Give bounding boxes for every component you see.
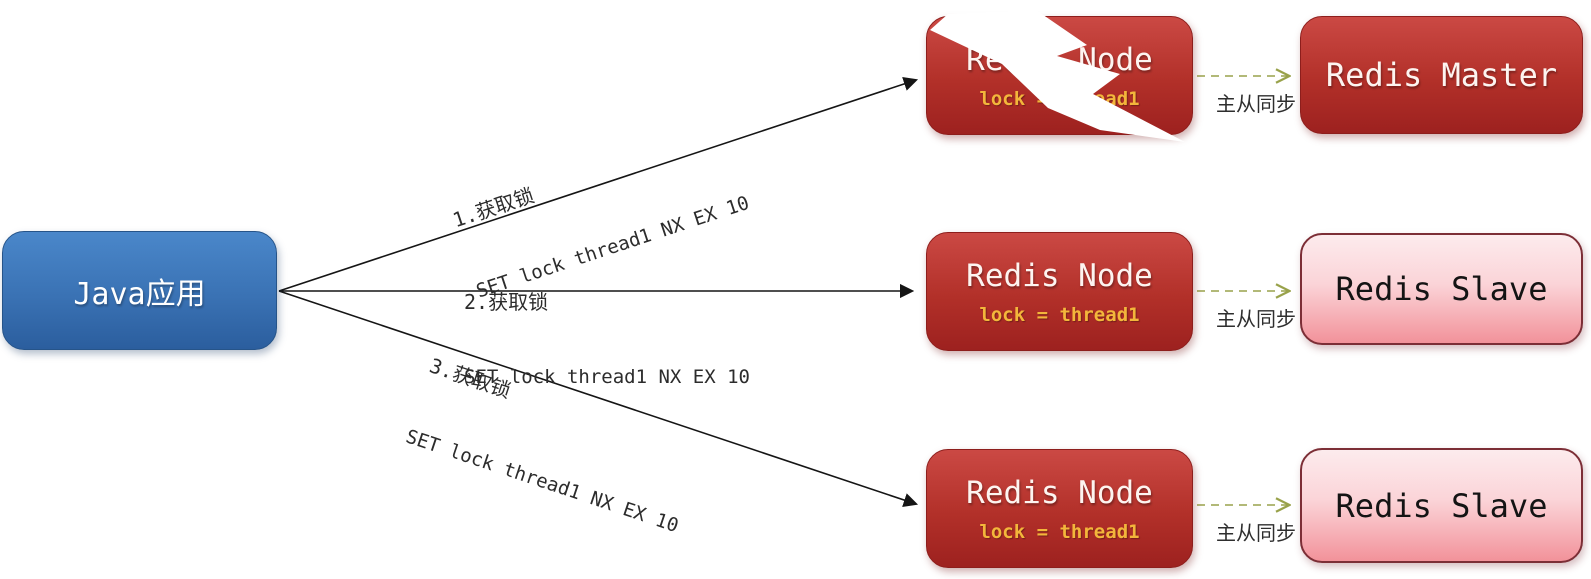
- sync-label-2: 主从同步: [1216, 309, 1296, 331]
- redis-node-1-crashed: Redis Node lock = thread1: [926, 16, 1193, 135]
- redis-node-title: Redis Node: [966, 257, 1153, 294]
- redis-node-title: Redis Node: [966, 41, 1153, 78]
- java-app-node: Java应用: [2, 231, 277, 350]
- redis-node-3: Redis Node lock = thread1: [926, 449, 1193, 568]
- redis-node-title: Redis Node: [966, 474, 1153, 511]
- redis-slave-node-2: Redis Slave: [1300, 448, 1583, 563]
- sync-label-3: 主从同步: [1216, 523, 1296, 545]
- redis-node-lock-value: lock = thread1: [979, 520, 1140, 543]
- redis-node-lock-value: lock = thread1: [979, 303, 1140, 326]
- acquire-step: 2.获取锁: [464, 290, 549, 314]
- sync-label-1: 主从同步: [1216, 94, 1296, 116]
- redis-node-2: Redis Node lock = thread1: [926, 232, 1193, 351]
- java-app-label: Java应用: [73, 276, 206, 312]
- redis-master-label: Redis Master: [1325, 56, 1558, 94]
- redis-master-node: Redis Master: [1300, 16, 1583, 134]
- redis-node-lock-value: lock = thread1: [979, 87, 1140, 110]
- redis-slave-label: Redis Slave: [1335, 486, 1548, 525]
- redis-slave-label: Redis Slave: [1335, 270, 1548, 308]
- redis-slave-node-1: Redis Slave: [1300, 233, 1583, 345]
